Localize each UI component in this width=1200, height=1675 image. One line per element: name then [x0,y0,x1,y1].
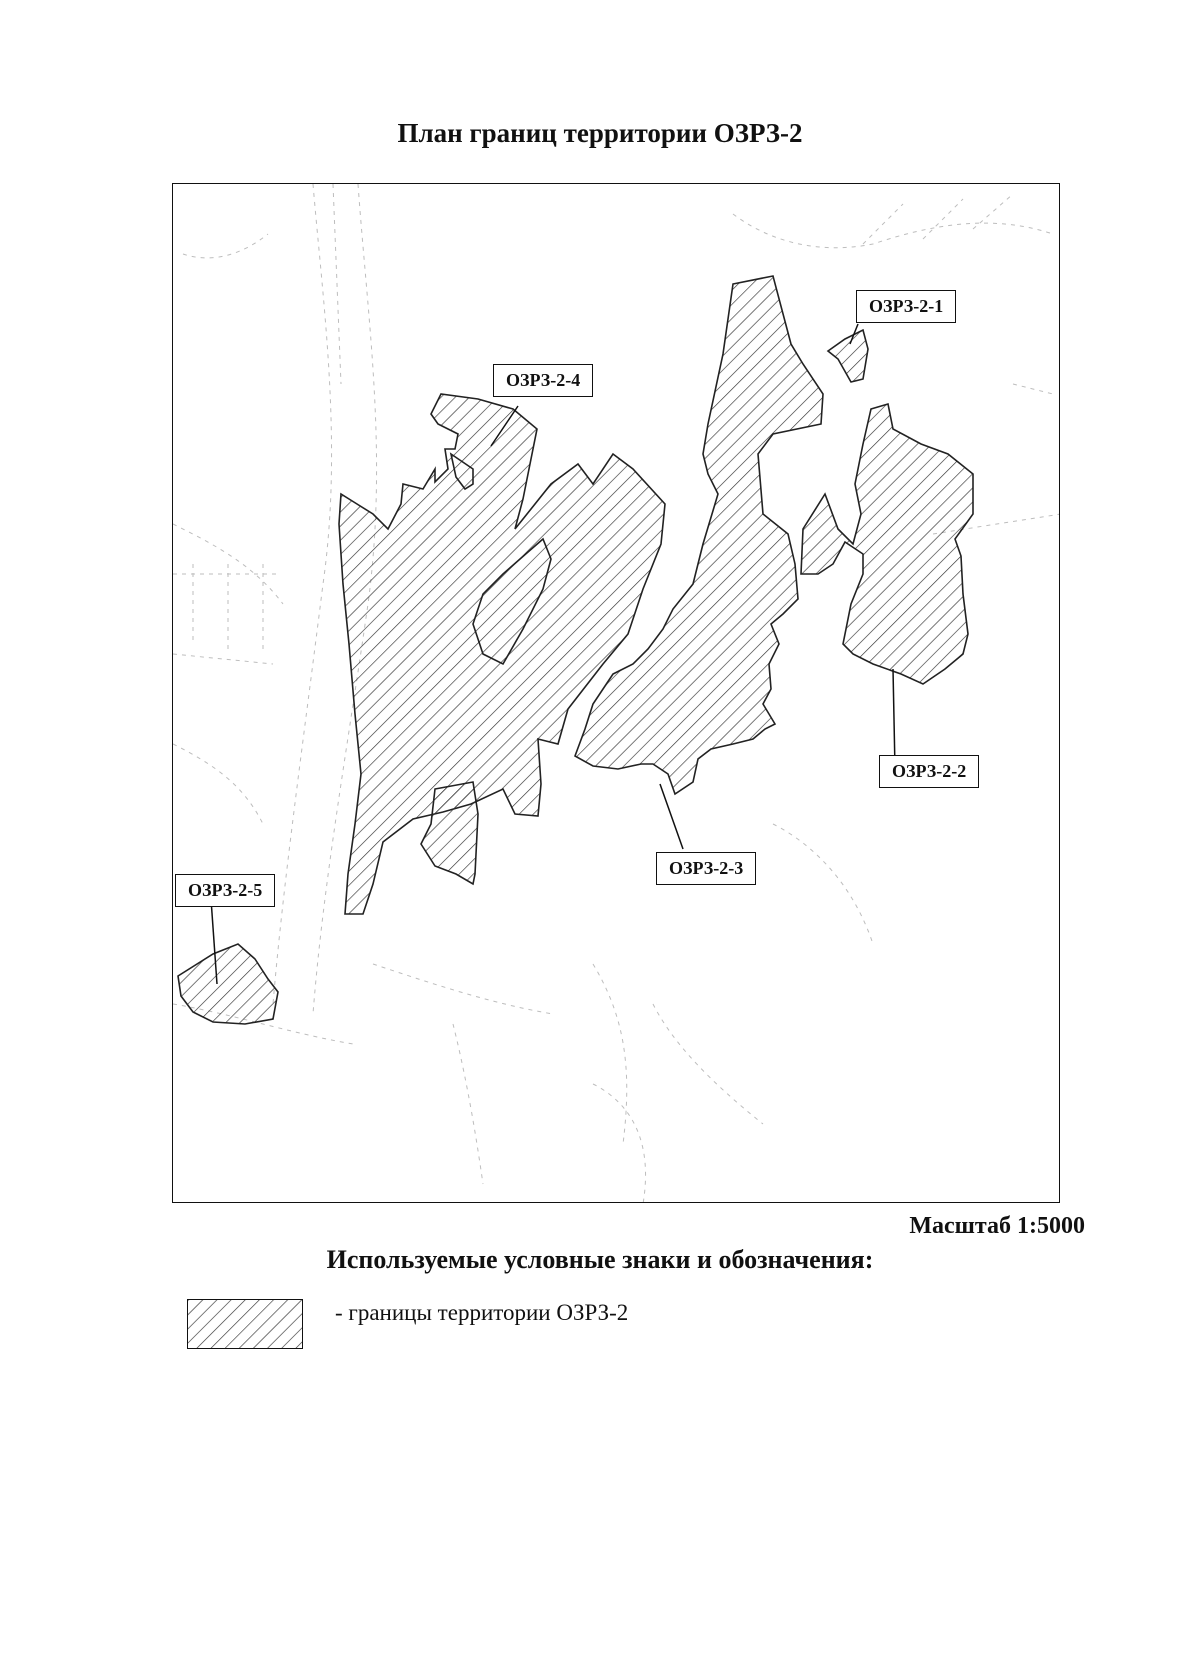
zone-ozrz-2-4b-area [420,781,479,886]
zone-label-ozrz-2-2: ОЗРЗ-2-2 [879,755,980,789]
legend-item: - границы территории ОЗРЗ-2 [187,1298,628,1350]
legend-item-text: - границы территории ОЗРЗ-2 [335,1300,629,1325]
zone-ozrz-2-1-area [826,328,869,383]
map-frame: ОЗРЗ-2-1 ОЗРЗ-2-2 ОЗРЗ-2-3 ОЗРЗ-2-4 ОЗРЗ… [172,183,1060,1203]
page-title: План границ территории ОЗРЗ-2 [397,118,803,148]
zone-label-ozrz-2-4: ОЗРЗ-2-4 [493,364,594,398]
zone-label-ozrz-2-1: ОЗРЗ-2-1 [856,290,957,324]
hatch-swatch-icon [187,1299,303,1349]
zone-label-ozrz-2-3: ОЗРЗ-2-3 [656,852,757,886]
zone-ozrz-2-2-area [800,402,974,685]
map-canvas [173,184,1059,1202]
zone-label-ozrz-2-5: ОЗРЗ-2-5 [175,874,276,908]
zone-ozrz-2-3-area [574,275,824,796]
label-leaders [210,323,896,985]
base-map-lines [173,184,1059,1202]
zone-ozrz-2-5-area [177,943,279,1025]
zone-ozrz-2-4-area [338,393,666,915]
legend-heading: Используемые условные знаки и обозначени… [326,1245,874,1274]
map-scale: Масштаб 1:5000 [909,1213,1085,1239]
